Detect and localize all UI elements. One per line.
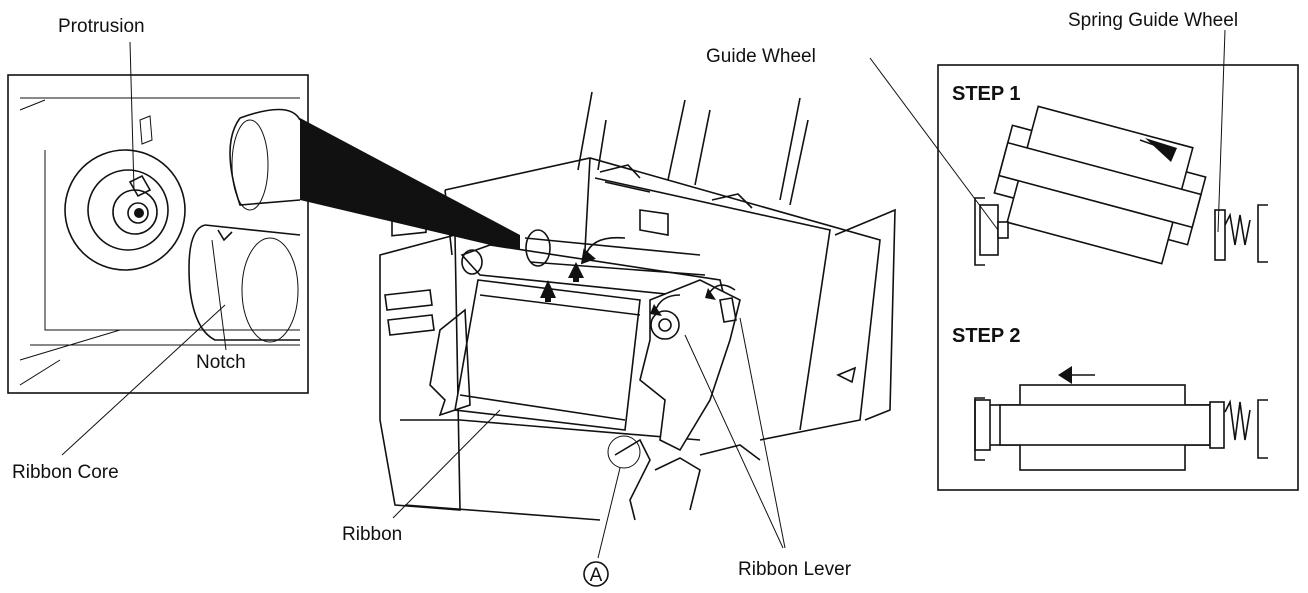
leader-lines <box>61 29 1226 559</box>
step2-roller <box>974 384 1225 471</box>
ribbon-label: Ribbon <box>342 524 402 545</box>
marker-a-letter: A <box>590 565 603 586</box>
step-box <box>937 64 1299 491</box>
ribbon-core-label: Ribbon Core <box>12 462 119 483</box>
notch-label: Notch <box>196 352 246 373</box>
guide-wheel-label: Guide Wheel <box>706 46 816 67</box>
ribbon-lever-label: Ribbon Lever <box>738 559 852 580</box>
marker-a: A <box>583 561 609 587</box>
printer-illustration <box>379 91 896 521</box>
protrusion-label: Protrusion <box>58 16 145 37</box>
step1-roller <box>993 105 1207 265</box>
spring-guide-wheel-label: Spring Guide Wheel <box>1068 10 1238 31</box>
magnified-inset <box>7 74 520 394</box>
step2-label: STEP 2 <box>952 325 1021 347</box>
step1-label: STEP 1 <box>952 83 1021 105</box>
